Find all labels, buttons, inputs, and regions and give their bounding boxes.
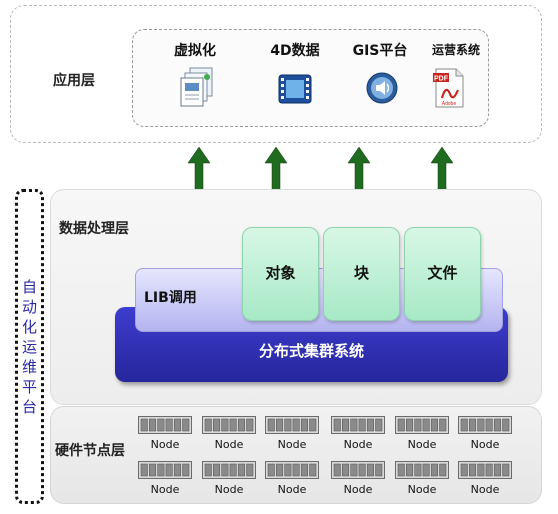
- node-label: Node: [150, 483, 180, 496]
- server-rack-icon: [458, 461, 512, 479]
- automation-label-char: 维: [21, 357, 37, 376]
- app-label-gis-platform: GIS平台: [352, 43, 408, 59]
- module-object: [242, 227, 319, 321]
- automation-platform-label: 自 动 化 运 维 平 台: [15, 189, 44, 504]
- node-label: Node: [343, 483, 373, 496]
- cluster-label: 分布式集群系统: [258, 342, 364, 360]
- node-label: Node: [277, 483, 307, 496]
- hardware-node: Node: [395, 416, 449, 456]
- lib-call-label: LIB调用: [144, 290, 197, 306]
- app-label-operations-system: 运营系统: [431, 43, 480, 57]
- server-rack-icon: [265, 416, 319, 434]
- hardware-node-layer-label: 硬件节点层: [55, 443, 125, 459]
- svg-text:Adobe: Adobe: [442, 101, 457, 107]
- virtualization-docs-icon: [180, 67, 216, 107]
- server-rack-icon: [458, 416, 512, 434]
- hardware-node: Node: [331, 416, 385, 456]
- hardware-node: Node: [265, 461, 319, 501]
- node-label: Node: [277, 438, 307, 451]
- node-label: Node: [407, 438, 437, 451]
- module-block: [323, 227, 400, 321]
- automation-label-char: 运: [21, 337, 37, 356]
- data-processing-layer-label: 数据处理层: [59, 221, 129, 237]
- module-file: [404, 227, 481, 321]
- film-strip-icon: [278, 74, 312, 104]
- automation-label-char: 自: [21, 277, 37, 296]
- hardware-node: Node: [202, 416, 256, 456]
- automation-platform: [15, 189, 44, 504]
- hardware-node: Node: [138, 461, 192, 501]
- server-rack-icon: [331, 461, 385, 479]
- hardware-node: Node: [395, 461, 449, 501]
- module-block-label: 块: [353, 264, 369, 282]
- node-label: Node: [150, 438, 180, 451]
- speaker-globe-icon: [366, 72, 398, 104]
- hardware-node: Node: [458, 416, 512, 456]
- server-rack-icon: [331, 416, 385, 434]
- svg-text:PDF: PDF: [434, 76, 449, 83]
- node-label: Node: [343, 438, 373, 451]
- application-layer-label: 应用层: [53, 73, 95, 89]
- server-rack-icon: [138, 461, 192, 479]
- module-file-label: 文件: [427, 264, 458, 282]
- module-object-label: 对象: [265, 264, 296, 282]
- hardware-node: Node: [138, 416, 192, 456]
- automation-label-char: 台: [21, 397, 37, 416]
- hardware-node: Node: [265, 416, 319, 456]
- app-label-virtualization: 虚拟化: [174, 43, 216, 59]
- node-label: Node: [214, 438, 244, 451]
- server-rack-icon: [265, 461, 319, 479]
- node-label: Node: [407, 483, 437, 496]
- automation-label-char: 化: [21, 317, 37, 336]
- server-rack-icon: [202, 416, 256, 434]
- automation-label-char: 平: [21, 377, 37, 396]
- server-rack-icon: [202, 461, 256, 479]
- hardware-node: Node: [458, 461, 512, 501]
- node-label: Node: [470, 438, 500, 451]
- hardware-node: Node: [331, 461, 385, 501]
- server-rack-icon: [395, 461, 449, 479]
- pdf-document-icon: PDF Adobe: [432, 68, 466, 108]
- node-label: Node: [214, 483, 244, 496]
- hardware-node: Node: [202, 461, 256, 501]
- server-rack-icon: [138, 416, 192, 434]
- app-label-4d-data: 4D数据: [270, 43, 320, 59]
- node-label: Node: [470, 483, 500, 496]
- server-rack-icon: [395, 416, 449, 434]
- automation-label-char: 动: [21, 297, 37, 316]
